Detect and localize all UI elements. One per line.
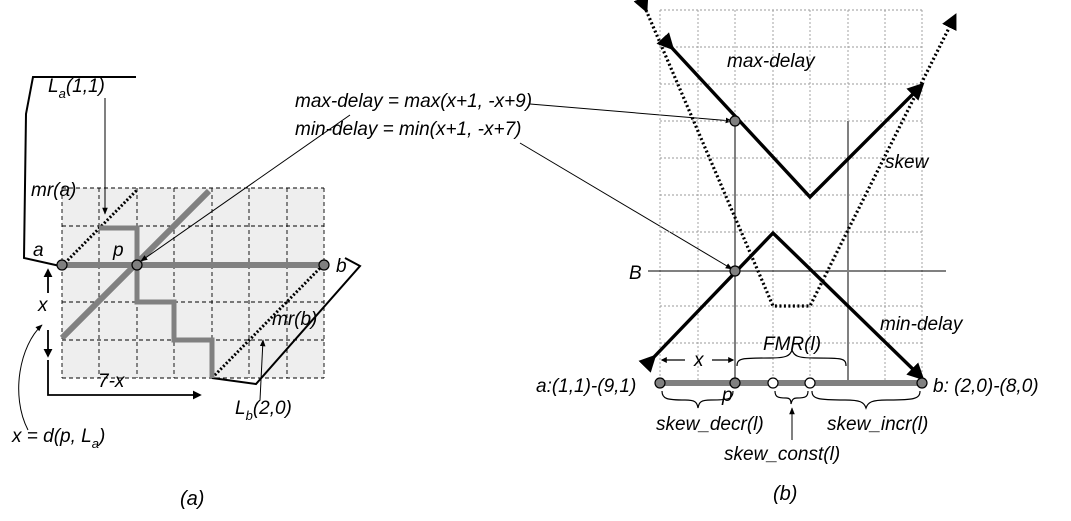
node-p (131, 259, 143, 271)
equation-max-delay: max-delay = max(x+1, -x+9) (295, 91, 532, 112)
mr-b-outline (211, 257, 362, 386)
label-skew-incr: skew_incr(l) (827, 414, 928, 435)
max-delay-point (729, 115, 741, 127)
Lb-label-arrow (259, 339, 266, 401)
equation-arrow-min (519, 142, 733, 270)
label-mr-b: mr(b) (272, 309, 317, 330)
panel-a: La(1,1) mr(a) a p b x mr(b) 7-x Lb(2,0) … (11, 76, 362, 510)
node-a (56, 259, 68, 271)
label-La: La(1,1) (48, 76, 105, 101)
label-B: B (629, 263, 642, 284)
label-x-definition: x = d(p, La) (11, 426, 105, 451)
wire-node-p (729, 377, 741, 389)
segment-Lb (210, 262, 326, 380)
label-x-vertical: x (37, 295, 49, 316)
seven-x-dimension (47, 360, 202, 400)
label-p: p (112, 240, 124, 261)
label-min-delay: min-delay (880, 314, 964, 335)
label-b-range: b: (2,0)-(8,0) (933, 376, 1039, 397)
wire-node-const-right (804, 377, 816, 389)
label-Lb: Lb(2,0) (235, 398, 292, 423)
label-skew-decr: skew_decr(l) (656, 414, 764, 435)
label-skew-const: skew_const(l) (724, 444, 840, 465)
label-a-range: a:(1,1)-(9,1) (536, 376, 636, 397)
node-b (318, 259, 330, 271)
min-delay-curve (638, 230, 925, 381)
wire-staircase (99, 225, 215, 378)
brace-skew-decr (661, 390, 734, 409)
label-x: x (693, 350, 705, 371)
label-max-delay: max-delay (727, 51, 816, 72)
max-delay-curve (656, 32, 925, 200)
brace-skew-const (774, 390, 809, 405)
label-skew: skew (885, 152, 930, 173)
label-mr-a: mr(a) (31, 180, 76, 201)
wire-node-a (654, 377, 666, 389)
panel-b: max-delay skew B min-delay x FMR(l) a:(1… (536, 0, 1039, 505)
caption-a: (a) (180, 488, 204, 510)
x-definition-arrow (18, 324, 43, 431)
label-7-minus-x: 7-x (98, 371, 126, 392)
grid-a-background (62, 188, 324, 378)
brace-fmr (736, 348, 847, 367)
caption-b: (b) (773, 483, 797, 505)
brace-skew-incr (811, 390, 921, 410)
wire-node-const-left (767, 377, 779, 389)
label-b: b (336, 256, 347, 277)
equation-arrow-to-p (140, 114, 351, 262)
label-a: a (33, 240, 44, 261)
mr-a-outline (22, 76, 136, 267)
label-p: p (721, 385, 733, 406)
equation-arrow-max (529, 103, 733, 124)
label-fmr: FMR(l) (763, 334, 821, 355)
min-delay-point (729, 265, 741, 277)
equations: max-delay = max(x+1, -x+9) min-delay = m… (140, 91, 733, 270)
wire-node-b (916, 377, 928, 389)
equation-min-delay: min-delay = min(x+1, -x+7) (295, 119, 522, 140)
